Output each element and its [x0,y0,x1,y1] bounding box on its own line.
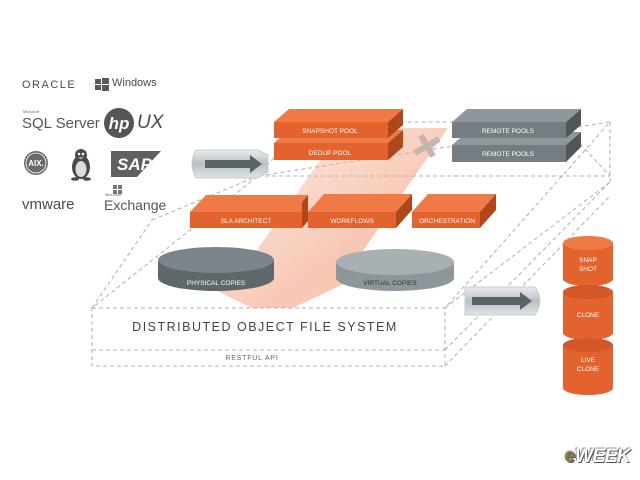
snapshot-pool-block: SNAPSHOT POOL [274,109,403,138]
remote-pools-label-1: REMOTE POOLS [482,128,535,135]
top-platform-outline [256,121,612,177]
windows-logo: Windows [112,77,157,89]
clone-label: CLONE [577,312,600,319]
restful-api-label: RESTFUL API [225,355,278,362]
oracle-logo: ORACLE [22,79,77,91]
live-clone-label-line1: LIVE [581,357,596,364]
virtual-copies-label: VIRTUAL COPIES [363,280,417,287]
virtual-copies-disk: VIRTUAL COPIES [336,249,454,291]
workflows-block: WORKFLOWS [308,194,412,228]
remote-pools-label-2: REMOTE POOLS [482,151,535,158]
sla-architect-label: SLA ARCHITECT [221,218,272,225]
input-arrow [191,149,269,179]
physical-copies-disk: PHYSICAL COPIES [158,247,274,291]
output-arrow [464,286,541,316]
eweek-e: e [564,446,576,467]
dofs-label: DISTRIBUTED OBJECT FILE SYSTEM [132,320,398,334]
sap-logo-text: SAP [117,155,152,174]
platform-edge [444,195,611,367]
sap-logo-icon [111,151,161,177]
linux-penguin-icon [71,149,91,181]
platform-edge [444,181,611,351]
dofs-box [91,307,446,367]
sql-server-logo: SQL Server [22,115,100,132]
physical-copies-label: PHYSICAL COPIES [187,280,246,287]
exchange-windows-icon [113,185,122,194]
exchange-logo: Exchange [104,197,167,213]
eweek-text: WEEK [575,446,631,467]
live-clone-label-line2: CLONE [577,366,600,373]
vmware-logo: vmware [22,196,75,213]
hp-logo-icon: hp [104,108,134,138]
workflows-label: WORKFLOWS [330,218,374,225]
snapshot-label-line2: SHOT [579,266,597,273]
aix-logo-icon: AIX. [24,151,48,175]
aix-logo-text: AIX. [28,159,44,168]
hp-logo-text: hp [109,114,130,133]
platform-edge [91,219,153,309]
clone-cylinder: CLONE [563,285,613,340]
sql-microsoft-label: Microsoft [23,109,40,114]
windows-icon [95,78,109,91]
snapshot-label-line1: SNAP [579,257,597,264]
hp-ux-logo: UX [137,112,164,133]
sla-architect-block: SLA ARCHITECT [190,195,308,228]
orchestration-label: ORCHESTRATION [419,218,475,225]
remote-pools-block-upper: REMOTE POOLS [452,109,581,138]
replication-cross-icon [413,134,441,158]
eweek-watermark: eWEEK [564,446,631,468]
exchange-microsoft-label: Microsoft [105,192,122,197]
snapshot-pool-label: SNAPSHOT POOL [302,128,358,135]
snapshot-cylinder: SNAP SHOT [563,236,613,286]
orchestration-block: ORCHESTRATION [412,194,496,228]
live-clone-cylinder: LIVE CLONE [563,338,613,395]
dedup-pool-label: DEDUP POOL [309,150,352,157]
